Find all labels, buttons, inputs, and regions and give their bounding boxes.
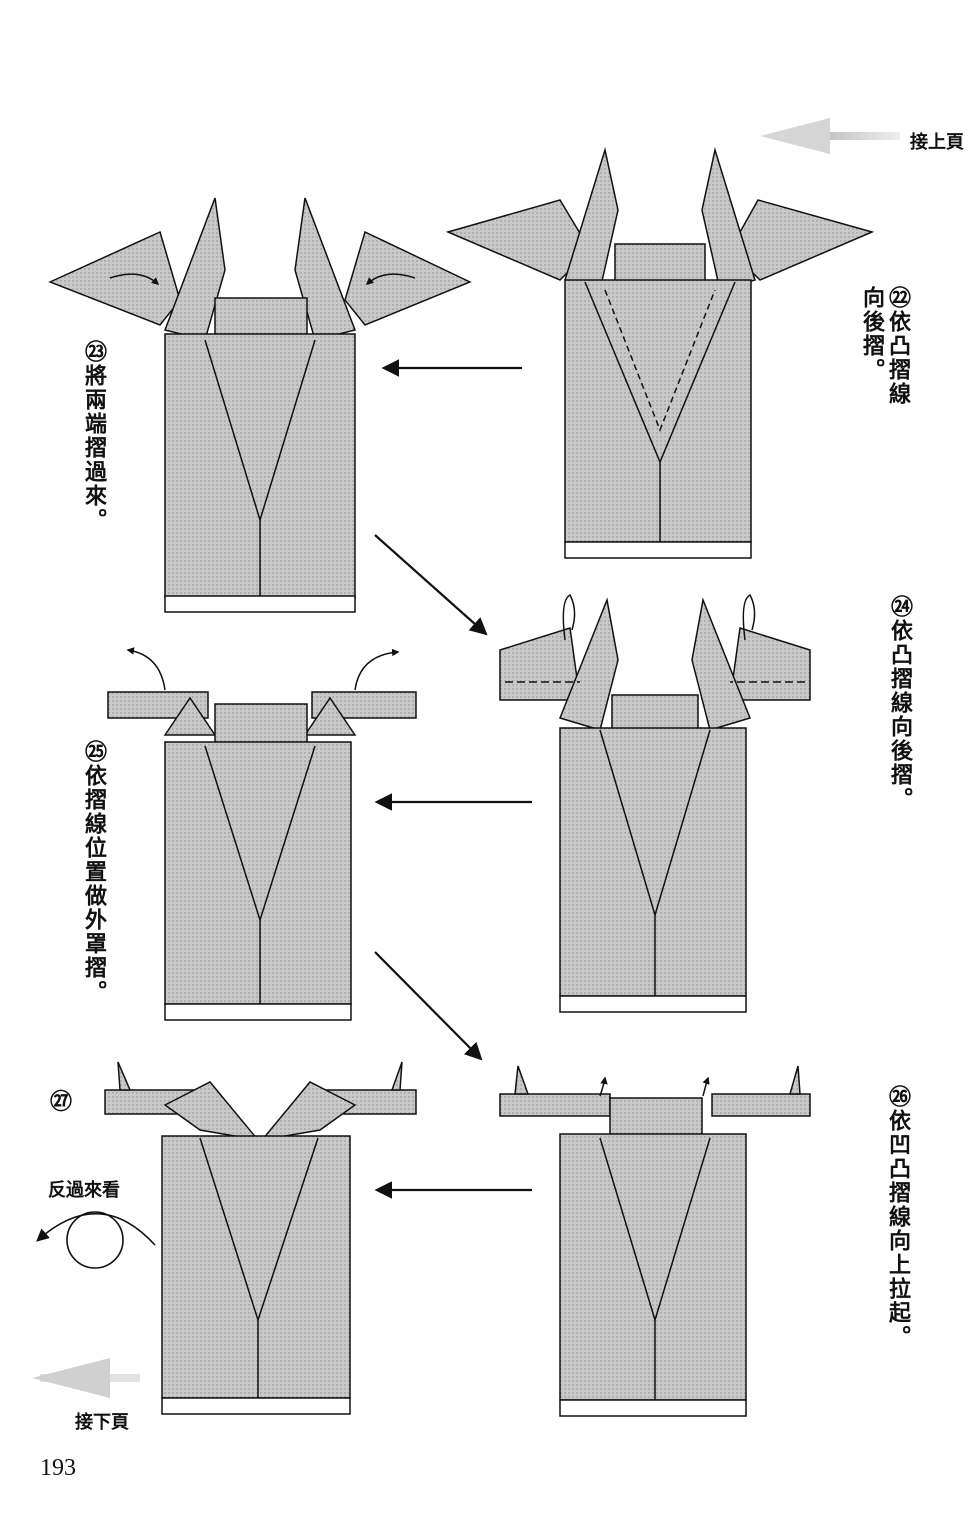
step-24-number: ㉔ bbox=[887, 595, 912, 619]
step-25-text: 依摺線位置做外罩摺。 bbox=[81, 764, 106, 1004]
step-26-instruction: ㉖依凹凸摺線向上拉起。 bbox=[884, 1085, 910, 1355]
flip-over-icon bbox=[36, 1211, 156, 1269]
step-24-figure bbox=[499, 594, 811, 1013]
flow-arrows bbox=[374, 359, 532, 1199]
step-22-figure bbox=[445, 147, 875, 559]
step-26-figure bbox=[499, 1065, 811, 1417]
step-23-instruction: ㉓將兩端摺過來。 bbox=[80, 340, 106, 550]
step-23-number: ㉓ bbox=[81, 340, 106, 364]
page-number: 193 bbox=[40, 1455, 76, 1481]
flip-label: 反過來看 bbox=[48, 1180, 120, 1201]
step-26-number: ㉖ bbox=[885, 1085, 910, 1109]
step-22-number: ㉒ bbox=[885, 286, 910, 310]
step-22-text: 依凸摺線向後摺。 bbox=[859, 286, 910, 406]
step-27-number: ㉗ bbox=[50, 1090, 73, 1115]
step-24-instruction: ㉔依凸摺線向後摺。 bbox=[886, 595, 912, 815]
step-23-text: 將兩端摺過來。 bbox=[81, 364, 106, 532]
step-25-number: ㉕ bbox=[81, 740, 106, 764]
step-22-instruction: ㉒依凸摺線向後摺。 bbox=[858, 286, 910, 426]
step-27-figure bbox=[104, 1061, 417, 1415]
arrow-25-to-26 bbox=[374, 951, 483, 1061]
step-25-instruction: ㉕依摺線位置做外罩摺。 bbox=[80, 740, 106, 1010]
step-26-text: 依凹凸摺線向上拉起。 bbox=[885, 1109, 910, 1349]
next-page-arrow-icon bbox=[32, 1358, 140, 1398]
step-25-figure bbox=[107, 647, 417, 1021]
arrow-23-to-24 bbox=[374, 534, 488, 636]
next-page-label[interactable]: 接下頁 bbox=[75, 1412, 129, 1433]
prev-page-label[interactable]: 接上頁 bbox=[910, 132, 964, 153]
step-24-text: 依凸摺線向後摺。 bbox=[887, 619, 912, 811]
step-23-figure bbox=[48, 197, 472, 613]
prev-page-arrow-icon bbox=[760, 118, 900, 154]
